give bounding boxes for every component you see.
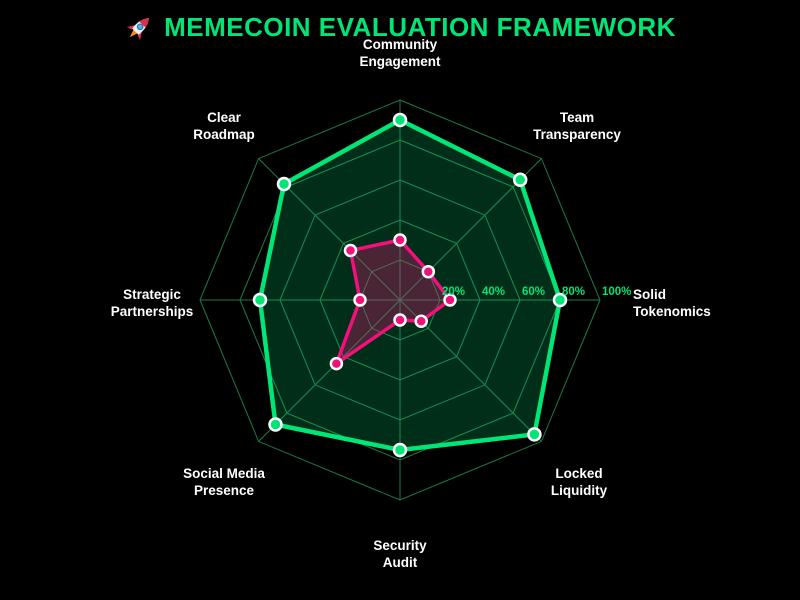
series-0-point-1 [512, 172, 528, 188]
axis-spoke-5 [258, 299, 401, 442]
tick-label-60: 60% [522, 286, 545, 298]
series-1-point-0 [393, 233, 407, 247]
series-1-point-7 [343, 243, 358, 258]
series-0-point-7 [276, 176, 292, 192]
series-1-point-4 [393, 313, 407, 327]
rocket-icon [124, 13, 154, 43]
series-1-point-2 [443, 293, 457, 307]
series-1-point-5 [329, 356, 344, 371]
series-1-point-6 [353, 293, 367, 307]
series-0-point-2 [552, 292, 568, 308]
series-0-point-0 [392, 112, 408, 128]
tick-label-80: 80% [562, 286, 585, 298]
tick-label-40: 40% [482, 286, 505, 298]
chart-title: MEMECOIN EVALUATION FRAMEWORK [164, 12, 676, 42]
series-0-point-4 [392, 442, 408, 458]
series-1-point-3 [414, 314, 428, 328]
tick-label-20: 20% [442, 286, 465, 298]
series-0-point-5 [268, 417, 283, 432]
chart-header: MEMECOIN EVALUATION FRAMEWORK [0, 12, 800, 43]
series-0-point-3 [527, 427, 542, 442]
series-1-point-1 [421, 264, 436, 279]
tick-label-100: 100% [602, 286, 631, 298]
series-0-point-6 [252, 292, 268, 308]
